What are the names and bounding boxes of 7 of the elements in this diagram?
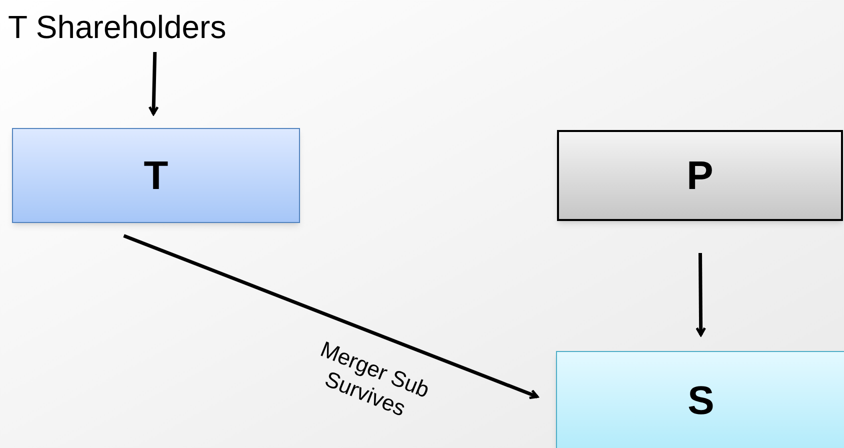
arrow — [148, 52, 159, 116]
entity-box: T — [12, 128, 300, 223]
entity-box: S — [556, 351, 844, 448]
arrow — [123, 234, 539, 400]
entity-box: P — [557, 130, 843, 221]
arrow — [696, 252, 706, 336]
text-label: T Shareholders — [8, 6, 226, 48]
